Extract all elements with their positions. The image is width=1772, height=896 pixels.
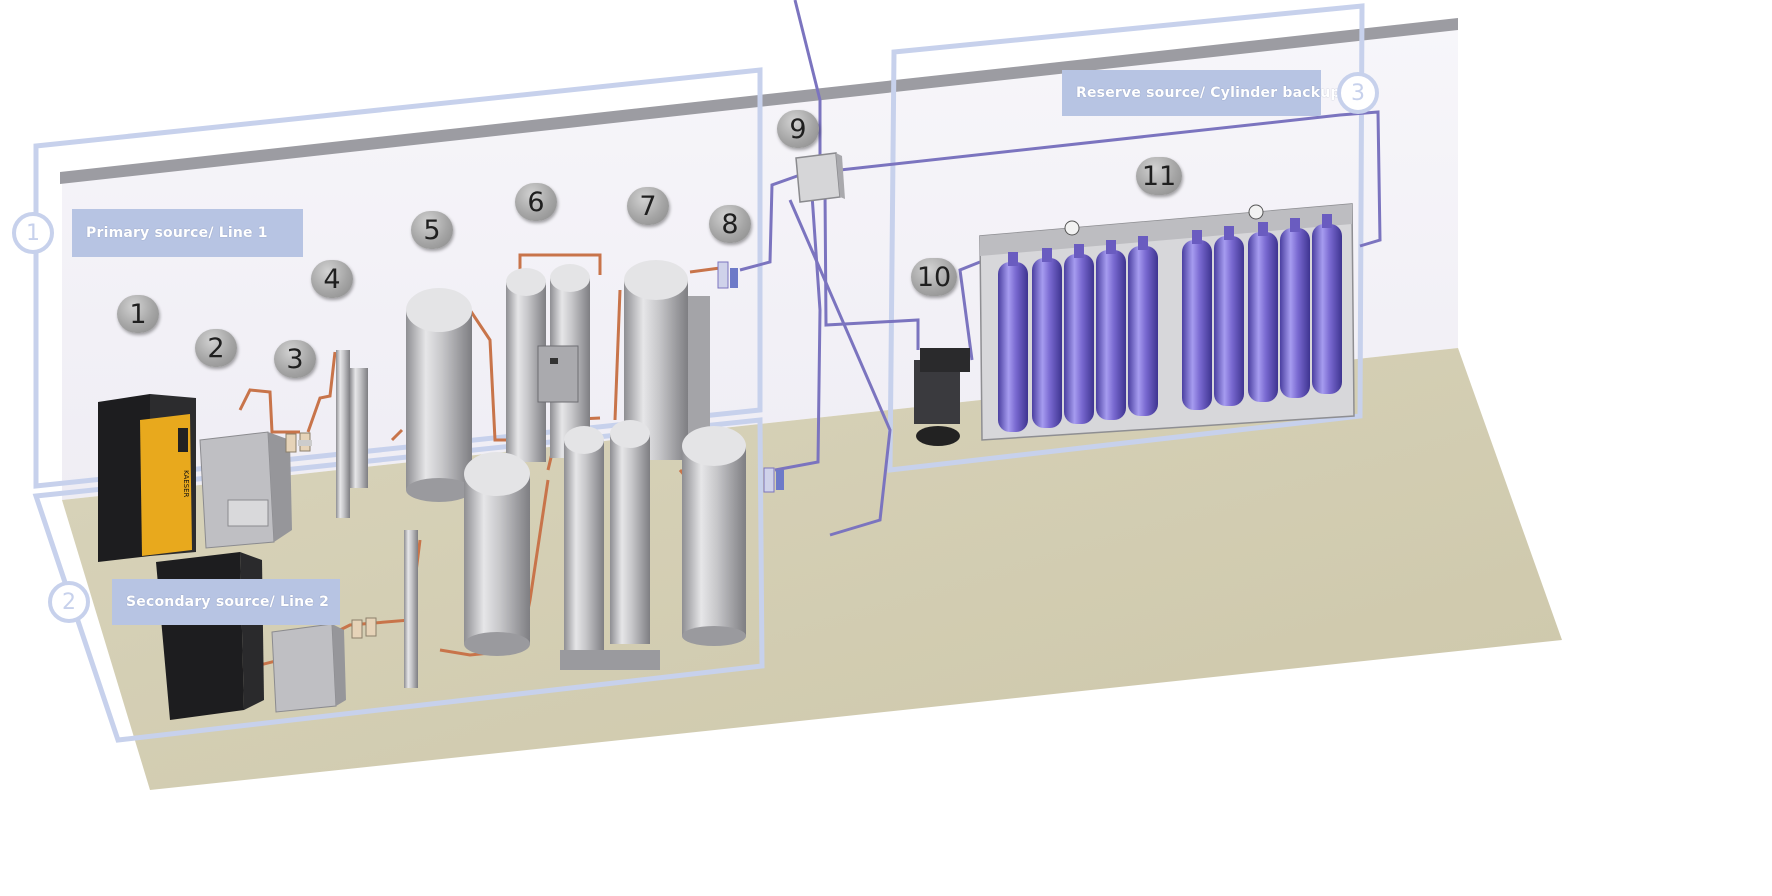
dryer-2 — [271, 623, 346, 713]
marker-7: 7 — [627, 187, 669, 225]
compressor-2 — [156, 552, 264, 720]
cylinder — [1248, 222, 1278, 402]
marker-3: 3 — [274, 340, 316, 378]
source-label-secondary: Secondary source/ Line 2 — [112, 579, 340, 625]
line-1-equipment: KAESER — [98, 260, 738, 562]
marker-2: 2 — [195, 329, 237, 367]
gas-cylinders — [998, 214, 1342, 432]
source-label-primary: Primary source/ Line 1 — [72, 209, 303, 257]
product-tank-2 — [682, 426, 746, 646]
product-tank-7 — [624, 260, 710, 460]
cylinder — [1064, 244, 1094, 424]
marker-5: 5 — [411, 211, 453, 249]
filter-column-1 — [336, 350, 368, 518]
source-label-reserve: Reserve source/ Cylinder backup — [1062, 70, 1340, 116]
cylinder — [1280, 218, 1310, 398]
source-label-reserve-text: Reserve source/ Cylinder backup — [1076, 85, 1341, 101]
receiver-tank-2 — [464, 452, 530, 656]
filter-column-2 — [404, 530, 418, 688]
marker-8: 8 — [709, 205, 751, 243]
marker-4: 4 — [311, 260, 353, 298]
junction-box — [795, 152, 845, 203]
filter-line-2 — [763, 467, 784, 493]
cylinder — [1128, 236, 1158, 416]
pressure-gauge-right — [1248, 204, 1264, 220]
generator-2 — [560, 420, 660, 670]
cylinder — [998, 252, 1028, 432]
booster-10 — [914, 348, 970, 446]
marker-6: 6 — [515, 183, 557, 221]
cylinder — [1032, 248, 1062, 428]
source-number-reserve: 3 — [1337, 72, 1379, 114]
dryer-1 — [199, 431, 292, 549]
source-label-secondary-text: Secondary source/ Line 2 — [126, 594, 330, 610]
frame-primary — [33, 67, 763, 489]
compressor-brand: KAESER — [182, 470, 190, 498]
cylinder-backup — [914, 203, 1355, 446]
floor — [62, 348, 1562, 790]
source-number-secondary: 2 — [48, 581, 90, 623]
receiver-tank-5 — [406, 288, 472, 502]
marker-1: 1 — [117, 295, 159, 333]
cylinder — [1214, 226, 1244, 406]
frame-reserve — [887, 3, 1365, 473]
marker-11: 11 — [1136, 157, 1182, 195]
marker-9: 9 — [777, 110, 819, 148]
marker-10: 10 — [911, 258, 957, 296]
filters-2 — [351, 617, 377, 639]
source-label-primary-text: Primary source/ Line 1 — [86, 225, 268, 241]
pressure-gauge-left — [1064, 220, 1080, 236]
compressor-1: KAESER — [98, 394, 196, 562]
cylinder — [1096, 240, 1126, 420]
cylinder — [1312, 214, 1342, 394]
source-number-primary: 1 — [12, 212, 54, 254]
filters-1 — [285, 432, 312, 453]
filter-8 — [717, 261, 738, 289]
cylinder — [1182, 230, 1212, 410]
